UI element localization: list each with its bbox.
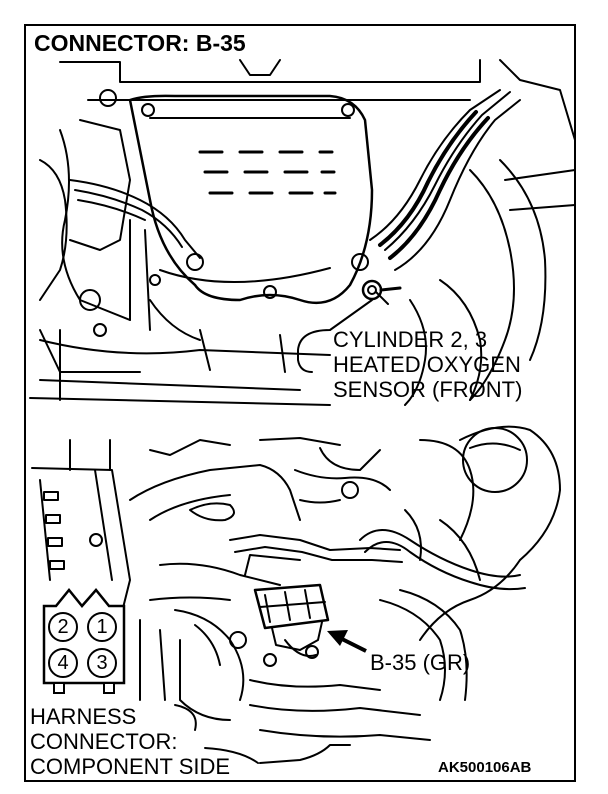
figure-code: AK500106AB <box>438 759 532 776</box>
connector-diagram <box>42 588 126 694</box>
sensor-label-line: HEATED OXYGEN <box>333 352 521 377</box>
harness-label-line: HARNESS <box>30 704 137 729</box>
sensor-label-line: SENSOR (FRONT) <box>333 377 523 402</box>
engine-top-view <box>29 59 576 406</box>
diagram-title: CONNECTOR: B-35 <box>34 30 246 56</box>
connector-id-label: B-35 (GR) <box>370 650 471 675</box>
connector-pin: 4 <box>48 648 78 678</box>
harness-label-line: COMPONENT SIDE <box>30 754 231 779</box>
harness-label-line: CONNECTOR: <box>30 729 178 754</box>
b35-pointer-arrow <box>327 630 367 653</box>
connector-area-view <box>31 425 561 764</box>
connector-pin: 1 <box>87 612 117 642</box>
connector-pin: 2 <box>48 612 78 642</box>
connector-pin: 3 <box>87 648 117 678</box>
sensor-label-line: CYLINDER 2, 3 <box>333 327 488 352</box>
